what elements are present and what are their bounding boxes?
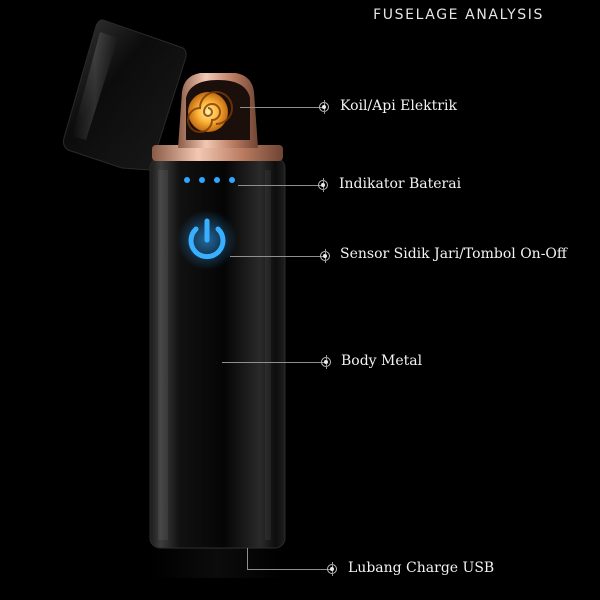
page-title: FUSELAGE ANALYSIS xyxy=(373,7,544,23)
callout-label-sensor: Sensor Sidik Jari/Tombol On-Off xyxy=(340,246,567,262)
callout-line-body xyxy=(222,362,325,363)
power-icon xyxy=(177,210,237,270)
callout-label-body: Body Metal xyxy=(341,353,423,369)
callout-vline-lubang xyxy=(247,548,248,570)
lid xyxy=(63,19,187,171)
callout-label-indikator: Indikator Baterai xyxy=(339,176,462,192)
callout-line-lubang xyxy=(247,569,331,570)
callout-marker-lubang xyxy=(327,562,337,576)
callout-marker-indikator xyxy=(318,178,328,192)
coil-icon xyxy=(187,91,233,133)
callout-marker-body xyxy=(321,355,331,369)
callout-marker-koil xyxy=(319,100,329,114)
callout-label-lubang: Lubang Charge USB xyxy=(348,560,495,576)
callout-line-indikator xyxy=(238,185,322,186)
callout-line-sensor xyxy=(230,256,324,257)
callout-marker-sensor xyxy=(320,249,330,263)
callout-line-koil xyxy=(240,107,323,108)
battery-indicator xyxy=(184,177,235,183)
callout-label-koil: Koil/Api Elektrik xyxy=(340,98,457,114)
